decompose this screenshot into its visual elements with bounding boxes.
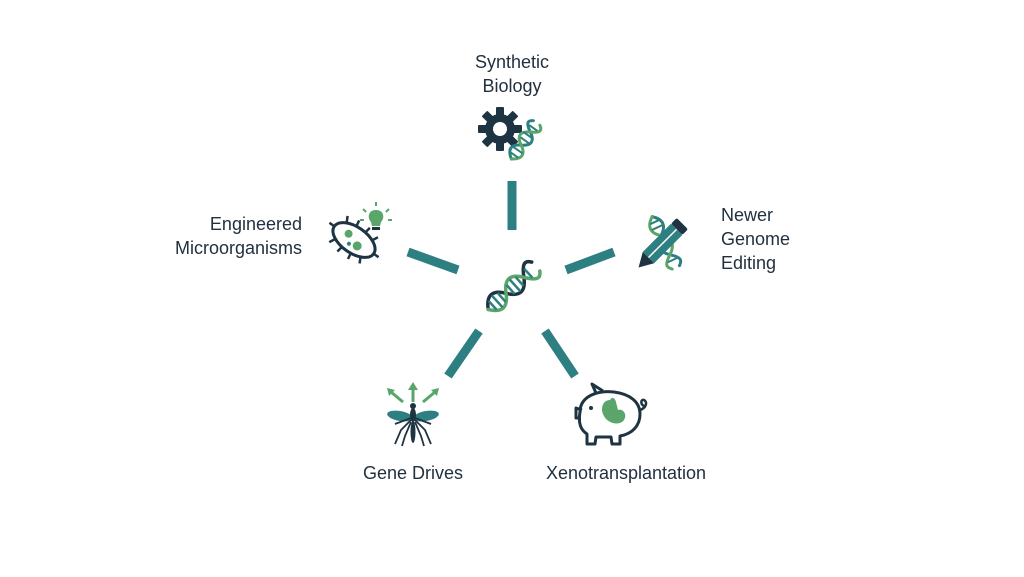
label-line: Synthetic: [474, 52, 550, 72]
label-line: Gene Drives: [362, 463, 464, 483]
label-synthetic-biology: Synthetic Biology: [432, 50, 592, 98]
dna-helix-icon: [486, 259, 542, 313]
gear-dna-icon: [478, 107, 543, 161]
connector-gene-drives: [444, 328, 483, 379]
pig-organ-icon: [574, 382, 648, 446]
label-line: Microorganisms: [174, 238, 302, 258]
label-line: Newer: [721, 205, 774, 225]
label-line: Biology: [482, 76, 542, 96]
microbe-lightbulb-icon: [328, 202, 392, 264]
connector-xenotransplantation: [541, 328, 579, 379]
mosquito-arrows-icon: [387, 382, 439, 447]
label-newer-genome-editing: Newer Genome Editing: [721, 203, 861, 275]
connectors: [406, 181, 616, 379]
label-line: Xenotransplantation: [545, 463, 707, 483]
connector-newer-genome-editing: [564, 247, 616, 275]
connector-engineered-microorganisms: [406, 247, 460, 275]
label-line: Genome: [721, 229, 791, 249]
label-engineered-microorganisms: Engineered Microorganisms: [120, 212, 302, 260]
label-line: Editing: [721, 253, 777, 273]
label-gene-drives: Gene Drives: [333, 461, 493, 485]
dna-pencil-icon: [638, 215, 688, 271]
label-xenotransplantation: Xenotransplantation: [506, 461, 746, 485]
label-line: Engineered: [209, 214, 302, 234]
